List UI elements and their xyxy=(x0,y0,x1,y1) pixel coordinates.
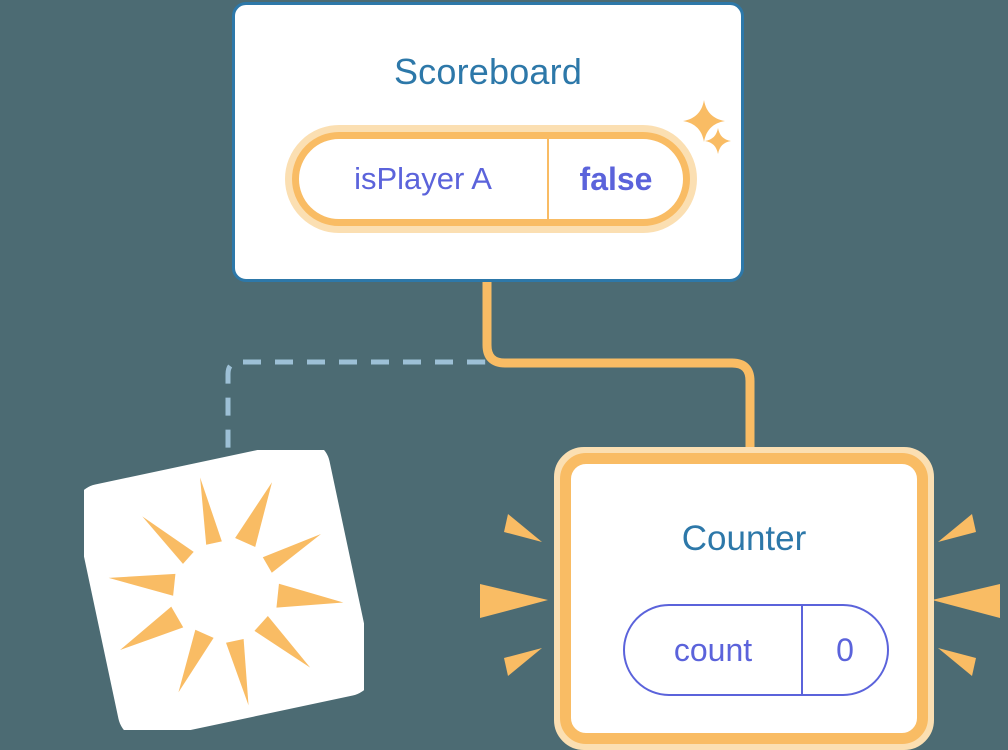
sparkle-large-icon xyxy=(683,100,725,142)
scoreboard-pill-body[interactable]: isPlayer A false xyxy=(292,132,690,226)
scoreboard-state-value: false xyxy=(579,160,653,197)
burst-card[interactable] xyxy=(84,450,364,730)
burst-card-rays xyxy=(108,477,344,706)
scoreboard-title: Scoreboard xyxy=(393,51,583,92)
burst-card-surface xyxy=(84,450,364,730)
counter-left-burst-rays xyxy=(480,514,548,676)
counter-card-body[interactable]: Counter count 0 xyxy=(560,453,928,744)
counter-title: Counter xyxy=(681,519,807,558)
scoreboard-state-key: isPlayer A xyxy=(299,139,549,219)
sparkle-small-icon xyxy=(705,128,731,154)
counter-card[interactable]: Counter count 0 xyxy=(554,447,934,750)
scoreboard-card[interactable]: Scoreboard isPlayer A false xyxy=(232,2,744,282)
counter-state-pill[interactable]: count 0 xyxy=(623,604,889,696)
connector-scoreboard-to-counter xyxy=(482,281,755,470)
counter-right-burst-rays xyxy=(932,514,1000,676)
counter-state-value: 0 xyxy=(836,631,854,668)
scoreboard-state-pill[interactable]: isPlayer A false xyxy=(285,125,697,233)
counter-state-key: count xyxy=(625,606,803,694)
